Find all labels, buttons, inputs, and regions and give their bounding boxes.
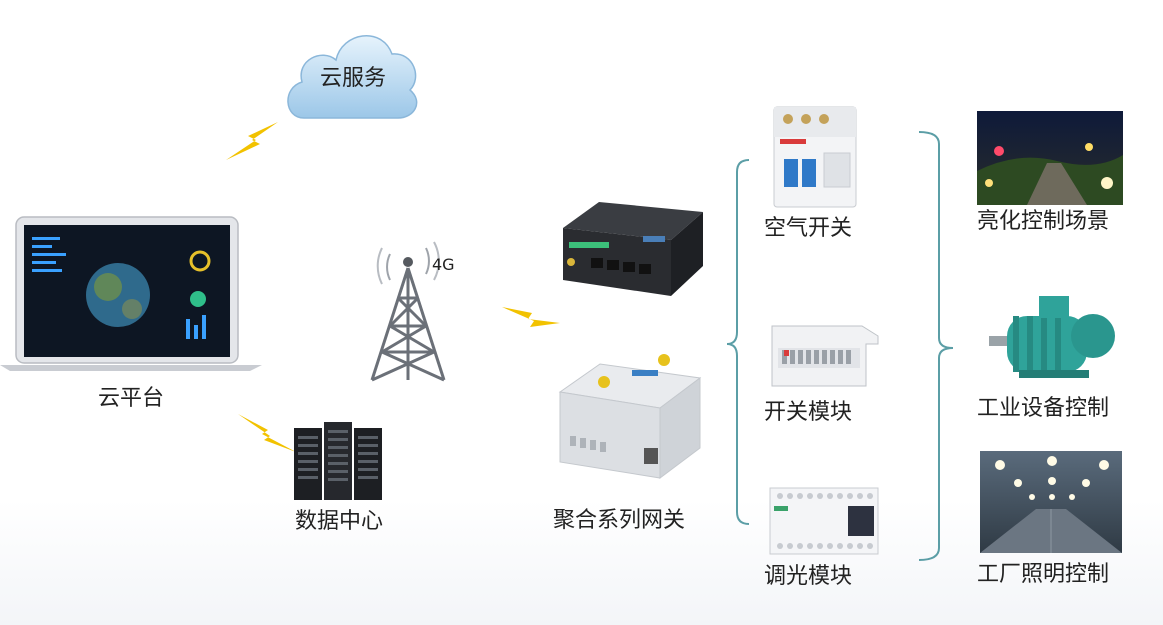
platform-label: 云平台 (98, 386, 165, 411)
dimmer-module-icon (769, 487, 879, 555)
bracket-left (726, 159, 750, 525)
module-label-air-switch: 空气开关 (764, 216, 853, 241)
lightning-icon (238, 414, 296, 452)
gateway-label: 聚合系列网关 (553, 508, 686, 533)
gateway-icon (558, 354, 702, 479)
scene-label-lighting: 亮化控制场景 (977, 209, 1110, 234)
tower-icon (370, 241, 446, 382)
scene-label-industrial: 工业设备控制 (977, 396, 1110, 421)
server-icon (294, 422, 382, 500)
scene-label-factory: 工厂照明控制 (977, 562, 1110, 587)
module-label-dimmer: 调光模块 (764, 564, 853, 589)
laptop-icon (0, 216, 262, 371)
switch-module-icon (771, 325, 879, 387)
lightning-icon (226, 122, 278, 160)
motor-scene-image (989, 296, 1115, 378)
lighting-scene-image (977, 111, 1123, 205)
module-label-switch: 开关模块 (764, 400, 853, 425)
factory-scene-image (980, 451, 1122, 553)
router-icon (563, 202, 703, 296)
bracket-right (918, 131, 954, 561)
lightning-icon (502, 307, 560, 327)
datacenter-label: 数据中心 (295, 509, 384, 534)
cloud-label: 云服务 (320, 66, 387, 91)
air-switch-icon (773, 106, 857, 208)
cloud-icon (287, 35, 418, 119)
tower-label: 4G (432, 255, 455, 274)
